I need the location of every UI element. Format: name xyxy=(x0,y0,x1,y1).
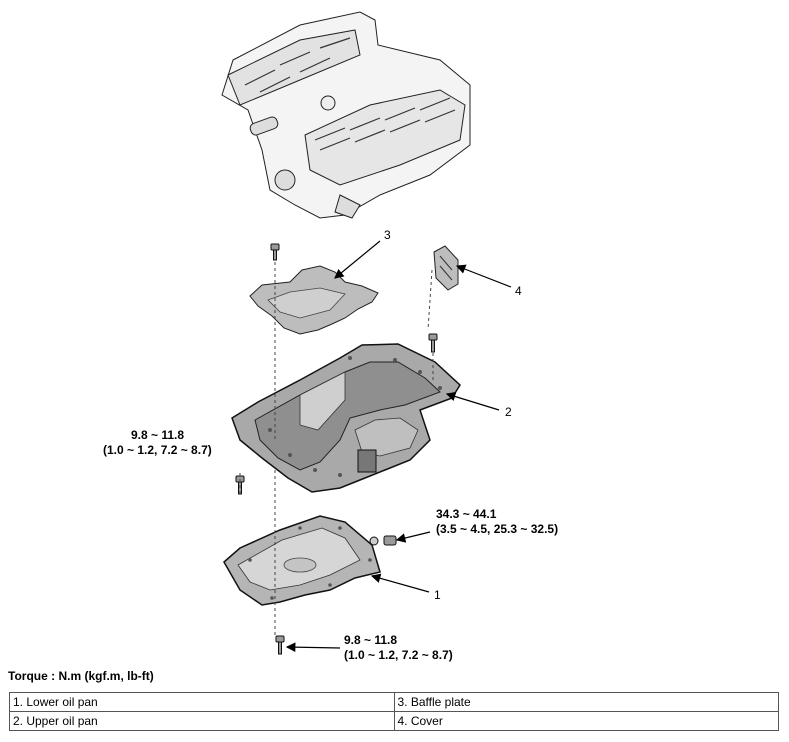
torque-callout-lower-pan-bolt-line1: 9.8 ~ 11.8 xyxy=(344,633,398,647)
torque-callout-drain-plug-line2: (3.5 ~ 4.5, 25.3 ~ 32.5) xyxy=(436,522,559,536)
bolt-icon-group xyxy=(235,243,438,655)
table-row: 1. Lower oil pan 3. Baffle plate xyxy=(9,692,779,712)
legend-cell: 1. Lower oil pan xyxy=(9,692,395,712)
bolt-icon xyxy=(275,635,285,655)
leader-arrows xyxy=(285,240,512,652)
exploded-view-diagram xyxy=(221,11,512,655)
baffle-plate xyxy=(249,265,379,335)
table-row: 2. Upper oil pan 4. Cover xyxy=(9,711,779,731)
legend-cell: 3. Baffle plate xyxy=(393,692,779,712)
callout-number-1: 1 xyxy=(434,588,441,602)
parts-legend-table: 1. Lower oil pan 3. Baffle plate 2. Uppe… xyxy=(9,692,779,731)
cover-part xyxy=(433,245,459,291)
torque-units-note: Torque : N.m (kgf.m, lb-ft) xyxy=(8,669,154,683)
upper-oil-pan xyxy=(231,343,461,493)
engine-block xyxy=(221,11,471,219)
torque-callout-upper-pan-bolt-line1: 9.8 ~ 11.8 xyxy=(131,428,185,442)
torque-callout-upper-pan-bolt-line2: (1.0 ~ 1.2, 7.2 ~ 8.7) xyxy=(103,443,212,457)
lower-oil-pan xyxy=(223,515,381,606)
callout-number-3: 3 xyxy=(384,228,391,242)
assembly-guide-lines xyxy=(239,262,434,636)
legend-cell: 2. Upper oil pan xyxy=(9,711,395,731)
legend-cell: 4. Cover xyxy=(393,711,779,731)
torque-callout-lower-pan-bolt-line2: (1.0 ~ 1.2, 7.2 ~ 8.7) xyxy=(344,648,453,662)
bolt-icon xyxy=(428,333,438,353)
torque-callout-drain-plug-line1: 34.3 ~ 44.1 xyxy=(436,507,497,521)
drain-plug-icon xyxy=(369,535,397,546)
callout-number-2: 2 xyxy=(505,405,512,419)
bolt-icon xyxy=(270,243,280,261)
callout-number-4: 4 xyxy=(515,284,522,298)
